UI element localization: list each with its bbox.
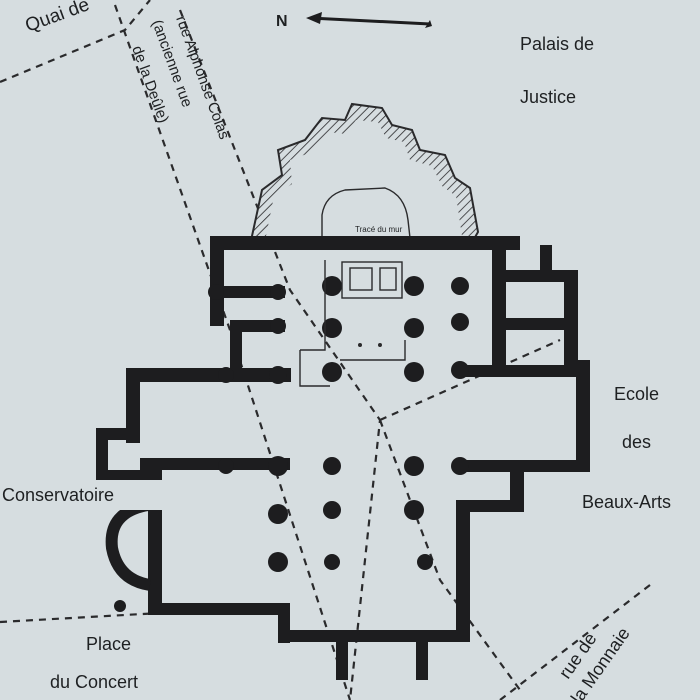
pier [404, 456, 424, 476]
pier [270, 318, 286, 334]
pier [322, 276, 342, 296]
wall-upper-left-horizontal [210, 286, 285, 298]
label-trace-du-mur: Tracé du mur [355, 225, 403, 234]
label-ecole-line3: Beaux-Arts [582, 492, 671, 512]
north-arrow-head [306, 12, 322, 24]
choir-step [340, 340, 406, 361]
pier [417, 554, 433, 570]
rue-monnaie-line [499, 584, 651, 700]
rue-alphonse-east-line [178, 9, 382, 700]
wall-east-chapel-stub [540, 245, 552, 280]
old-apse [251, 102, 480, 247]
ecole-boundary-line-b [378, 419, 521, 691]
pier [269, 366, 287, 384]
north-arrow-shaft [309, 16, 431, 26]
wall-bottom-buttress-1 [336, 630, 348, 680]
wall-east-notch-vertical [510, 460, 524, 512]
label-palais-line1: Palais de [520, 34, 594, 54]
pier [323, 457, 341, 475]
pier [451, 457, 469, 475]
wall-west-top [126, 368, 291, 382]
pier [451, 277, 469, 295]
label-place-line2: du Concert [50, 672, 138, 692]
north-arrow: N [276, 12, 432, 30]
choir-altar-block [349, 267, 373, 291]
label-place-line1: Place [86, 634, 131, 654]
pier [268, 456, 288, 476]
choir-fittings [299, 260, 406, 387]
choir-altar-outline [341, 261, 403, 299]
label-conservatoire: Conservatoire [2, 485, 114, 505]
piers [114, 276, 469, 612]
wall-left-mid-vertical [230, 320, 242, 375]
wall-east-chapel-top [492, 270, 576, 282]
wall-top-band [210, 236, 520, 250]
pier [323, 501, 341, 519]
wall-upper-left-vertical [210, 236, 224, 326]
pier [451, 313, 469, 331]
pier [324, 554, 340, 570]
wall-west-aisle-horizontal [140, 458, 290, 470]
pier [208, 284, 224, 300]
church-walls [96, 236, 590, 680]
pier [268, 504, 288, 524]
pier [268, 552, 288, 572]
wall-bottom-left [150, 603, 290, 615]
label-ecole-line1: Ecole [614, 384, 659, 404]
choir-altar-block-2 [379, 267, 397, 291]
wall-east-lower-horizontal [456, 500, 524, 512]
pier [404, 500, 424, 520]
choir-screen-left [299, 260, 330, 387]
pier [322, 362, 342, 382]
wall-east-upper-vertical [492, 236, 506, 371]
pier [114, 600, 126, 612]
pier [404, 318, 424, 338]
north-label: N [276, 13, 288, 30]
conservatoire-label-backdrop [0, 480, 162, 510]
pier [218, 458, 234, 474]
pier [218, 367, 234, 383]
label-ecole-line2: des [622, 432, 651, 452]
wall-west-upper-vertical [126, 368, 140, 443]
wall-east-aisle-horizontal [456, 460, 590, 472]
label-palais-line2: Justice [520, 87, 576, 107]
wall-bottom-center [278, 630, 468, 642]
ecole-boundary-line-a [379, 338, 561, 422]
apse-interior [266, 120, 462, 236]
pier [451, 361, 469, 379]
pier [404, 362, 424, 382]
inner-apse-outline [321, 187, 411, 239]
wall-east-mid-horizontal [456, 365, 590, 377]
wall-east-lower-vertical [456, 500, 470, 642]
wall-west-notch-bottom [96, 470, 160, 482]
wall-east-chapel-middle [492, 318, 576, 330]
pier [404, 276, 424, 296]
west-small-apse [105, 499, 152, 591]
pier [322, 318, 342, 338]
wall-bottom-buttress-2 [416, 630, 428, 680]
wall-east-outer-vertical [576, 360, 590, 472]
pier [270, 284, 286, 300]
